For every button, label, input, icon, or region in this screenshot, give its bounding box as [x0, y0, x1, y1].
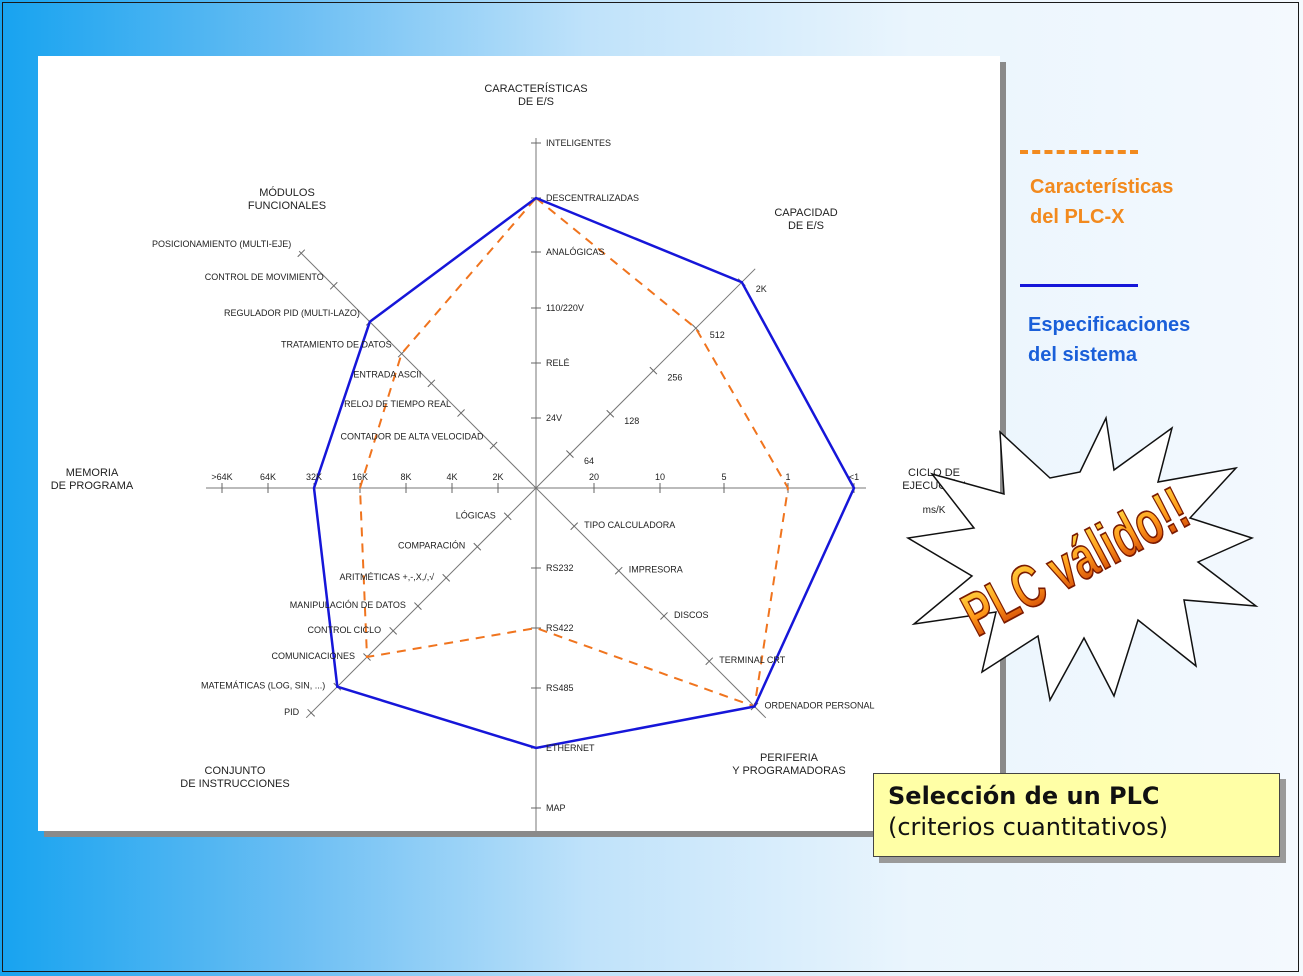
caption-box: Selección de un PLC (criterios cuantitat… — [873, 773, 1280, 857]
legend-dashed-line — [1020, 150, 1138, 154]
tick-label: 24V — [546, 413, 562, 423]
tick-mark — [457, 409, 465, 417]
tick-label: 2K — [492, 472, 503, 482]
tick-label: LÓGICAS — [456, 510, 496, 520]
tick-label: TRATAMIENTO DE DATOS — [281, 340, 392, 350]
tick-label: CONTROL CICLO — [307, 625, 381, 635]
tick-label: 5 — [721, 472, 726, 482]
axis-capacidad-es — [535, 268, 756, 489]
tick-mark — [427, 379, 436, 388]
caption-subtitle: (criterios cuantitativos) — [888, 813, 1168, 841]
legend-solid-line — [1020, 284, 1138, 287]
tick-label: MATEMÁTICAS (LOG, SIN, ...) — [201, 681, 325, 691]
tick-label: RELOJ DE TIEMPO REAL — [344, 399, 451, 409]
starburst-shape — [905, 415, 1259, 703]
tick-label: ARITMÉTICAS +,-,X,/,√ — [339, 572, 434, 582]
tick-mark — [503, 512, 512, 521]
tick-label: RS232 — [546, 563, 574, 573]
tick-mark — [414, 602, 422, 610]
tick-label: 2K — [756, 284, 767, 294]
tick-label: 16K — [352, 472, 368, 482]
tick-label: COMUNICACIONES — [271, 651, 355, 661]
tick-label: RS422 — [546, 623, 574, 633]
tick-label: POSICIONAMIENTO (MULTI-EJE) — [152, 239, 291, 249]
tick-label: ANALÓGICAS — [546, 247, 605, 257]
tick-label: MANIPULACIÓN DE DATOS — [290, 600, 406, 610]
tick-label: CONTADOR DE ALTA VELOCIDAD — [341, 432, 485, 442]
tick-label: ENTRADA ASCII — [353, 369, 421, 379]
tick-label: 10 — [655, 472, 665, 482]
tick-label: REGULADOR PID (MULTI-LAZO) — [224, 308, 360, 318]
tick-label: COMPARACIÓN — [398, 541, 465, 551]
tick-label: PID — [284, 707, 300, 717]
tick-label: 8K — [400, 472, 411, 482]
tick-label: RS485 — [546, 683, 574, 693]
tick-label: 256 — [667, 373, 682, 383]
radar-diagram: INTELIGENTESDESCENTRALIZADASANALÓGICAS11… — [51, 82, 966, 831]
series-system-spec-polygon — [312, 196, 856, 750]
tick-label: ETHERNET — [546, 743, 595, 753]
tick-mark — [660, 612, 668, 620]
tick-mark — [297, 249, 306, 258]
tick-label: DESCENTRALIZADAS — [546, 193, 639, 203]
tick-label: 110/220V — [546, 303, 584, 313]
tick-label: 32K — [306, 472, 322, 482]
axis-conjunto-instrucciones — [305, 487, 537, 719]
tick-label: TIPO CALCULADORA — [584, 520, 675, 530]
tick-label: 128 — [624, 416, 639, 426]
axis-modulos-funcionales — [298, 250, 537, 489]
tick-label: CONTROL DE MOVIMIENTO — [205, 272, 324, 282]
tick-mark — [649, 366, 658, 375]
tick-label: IMPRESORA — [629, 565, 683, 575]
tick-label: 4K — [446, 472, 457, 482]
tick-label: 20 — [589, 472, 599, 482]
tick-mark — [473, 542, 482, 551]
tick-label: INTELIGENTES — [546, 138, 611, 148]
tick-mark — [705, 657, 714, 666]
tick-mark — [614, 566, 623, 575]
tick-label: 1 — [785, 472, 790, 482]
tick-mark — [442, 573, 451, 582]
tick-label: RELÉ — [546, 358, 570, 368]
plc-valid-starburst: PLC válido!! — [905, 415, 1259, 703]
tick-label: 512 — [710, 330, 725, 340]
tick-mark — [606, 409, 615, 418]
tick-mark — [307, 708, 316, 717]
tick-mark — [489, 441, 498, 450]
tick-mark — [329, 281, 338, 290]
tick-mark — [570, 522, 579, 531]
tick-label: TERMINAL CRT — [719, 655, 786, 665]
legend-plc-x-label: Características del PLC-X — [1030, 176, 1174, 228]
tick-mark — [389, 626, 398, 635]
tick-label: DISCOS — [674, 610, 709, 620]
tick-label: ORDENADOR PERSONAL — [764, 700, 874, 710]
tick-mark — [566, 450, 574, 458]
legend-system-spec-label: Especificaciones del sistema — [1028, 314, 1191, 366]
tick-label: 64 — [584, 456, 594, 466]
tick-label: MAP — [546, 803, 566, 813]
tick-label: 64K — [260, 472, 276, 482]
tick-label: >64K — [211, 472, 232, 482]
caption-title: Selección de un PLC — [888, 782, 1160, 810]
tick-label: <1 — [849, 472, 859, 482]
